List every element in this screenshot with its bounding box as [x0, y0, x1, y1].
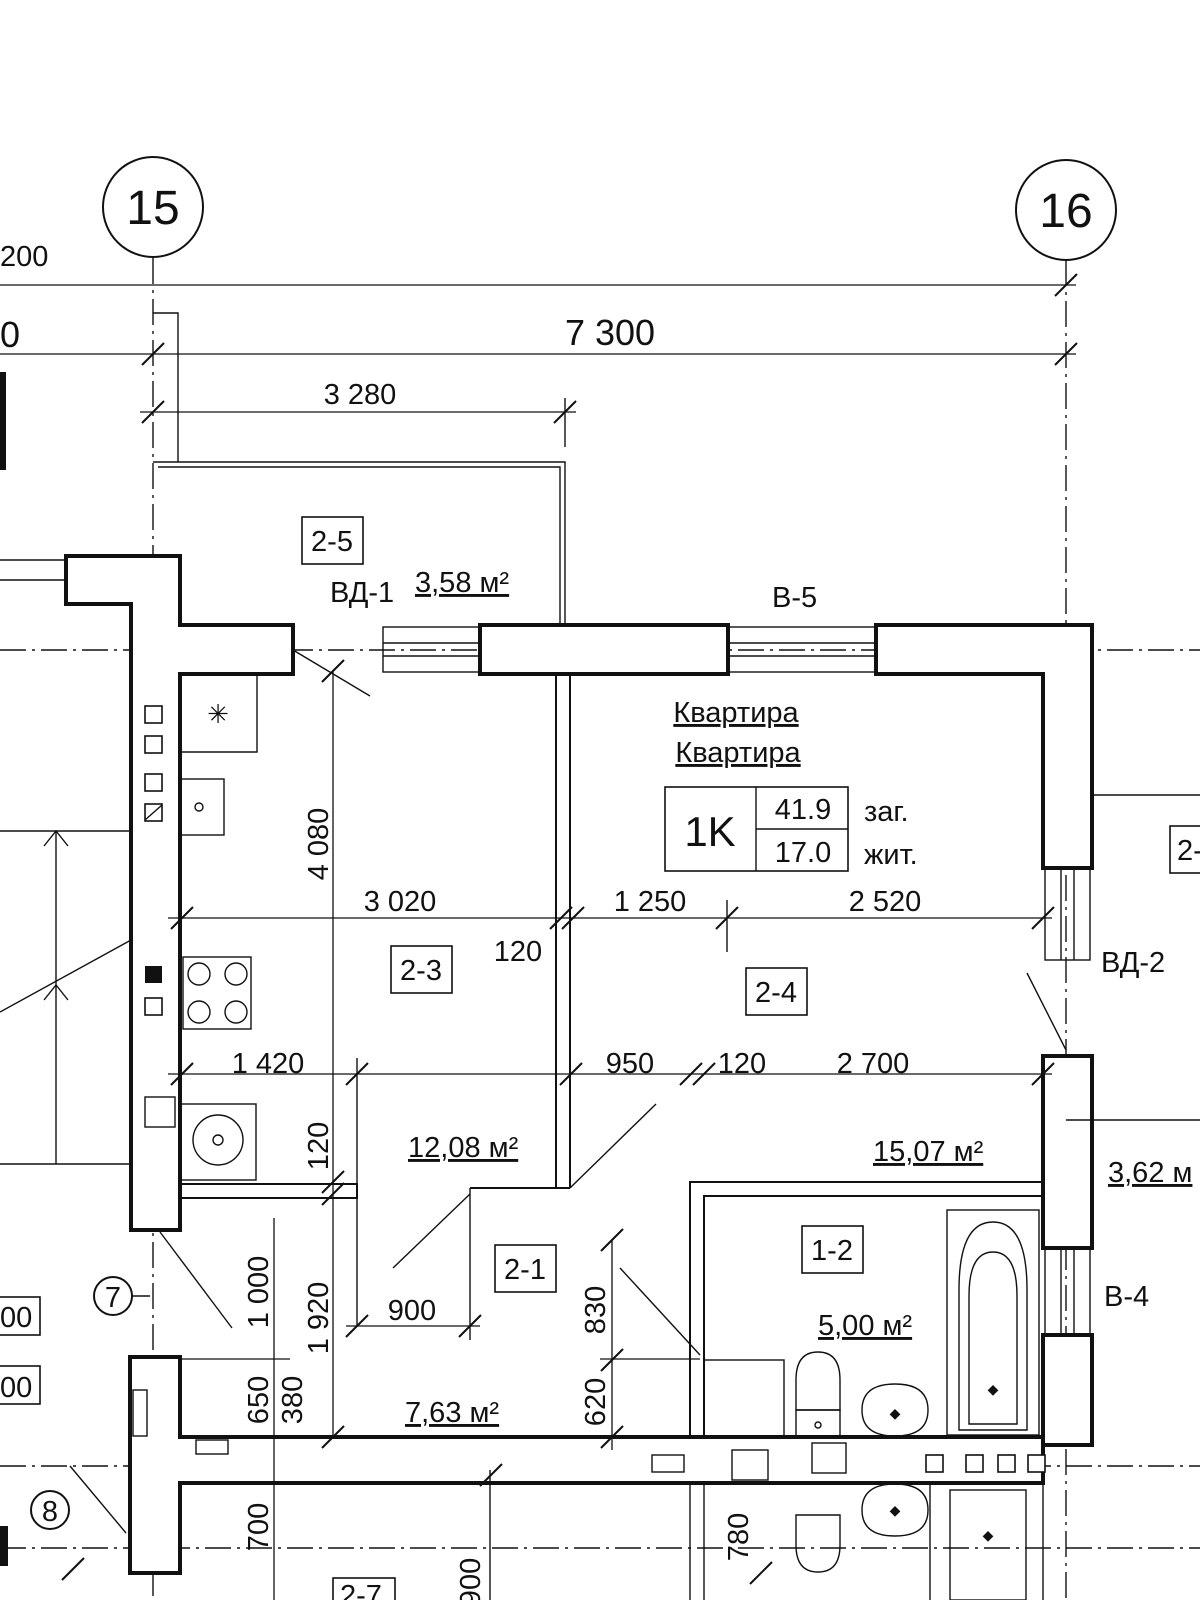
label-vd1: ВД-1 — [330, 577, 394, 609]
bathtub-icon — [946, 1209, 1040, 1436]
room-area-2-1: 7,63 м² — [405, 1397, 499, 1429]
dim-1920: 1 920 — [303, 1282, 335, 1355]
dim-2520: 2 520 — [849, 886, 922, 918]
dim-620: 620 — [580, 1378, 612, 1426]
opening-labels: ВД-1 В-5 ВД-2 В-4 — [330, 577, 1165, 1313]
bathroom-fixtures: ◆ ◆ ◆ ◆ — [689, 1209, 1044, 1600]
apartment-title-1: Квартира — [673, 697, 799, 729]
dim-700: 700 — [243, 1503, 275, 1551]
label-vd2: ВД-2 — [1101, 947, 1165, 979]
dim-380: 380 — [277, 1376, 309, 1424]
room-tag-2-1: 2-1 — [504, 1254, 546, 1286]
neighbor-room-bottom: 2-7 — [340, 1580, 382, 1600]
dim-900: 900 — [388, 1295, 436, 1327]
dimension-labels: 4 080 3 020 120 1 250 2 520 1 420 950 12… — [232, 808, 922, 1600]
door-swings — [69, 649, 1200, 1534]
axis-bubble-16: 16 — [1015, 159, 1117, 261]
room-tag-1-2: 1-2 — [811, 1235, 853, 1267]
axis-label-16: 16 — [1039, 185, 1092, 238]
windows — [0, 559, 1091, 1336]
dim-1250: 1 250 — [614, 886, 687, 918]
room-2-1: 2-1 7,63 м² — [405, 1244, 557, 1429]
svg-text:◆: ◆ — [890, 1502, 901, 1518]
stair — [0, 829, 132, 1165]
dim-kitchen-depth: 4 080 — [303, 808, 335, 881]
dim-830: 830 — [580, 1286, 612, 1334]
dim-overall: 7 300 — [565, 312, 655, 353]
svg-text:◆: ◆ — [988, 1381, 999, 1397]
dim-1000: 1 000 — [243, 1256, 275, 1329]
svg-text:◆: ◆ — [890, 1405, 901, 1421]
dim-1420: 1 420 — [232, 1048, 305, 1080]
apartment-title-2: Квартира — [675, 737, 801, 769]
neighbor-fragments: 2- 3,62 м 2-7 — [0, 372, 1200, 1600]
dim-900b: 900 — [455, 1558, 487, 1600]
sink-drain-icon — [194, 802, 204, 812]
dim-950: 950 — [606, 1048, 654, 1080]
axis-bubble-7: 7 — [93, 1276, 150, 1316]
toilet-icon — [795, 1351, 841, 1411]
room-1-2: 1-2 5,00 м² — [801, 1225, 912, 1342]
dim-wall-1: 120 — [494, 936, 542, 968]
apartment-info: Квартира Квартира 1K 41.9 17.0 заг. жит. — [664, 697, 918, 872]
room-area-2-5: 3,58 м² — [415, 567, 509, 599]
dim-2700: 2 700 — [837, 1048, 910, 1080]
svg-text:◆: ◆ — [983, 1527, 994, 1543]
apartment-living-area: 17.0 — [775, 837, 831, 869]
axis-label-7: 7 — [105, 1282, 121, 1314]
axis-label-15: 15 — [126, 182, 179, 235]
room-2-5: 2-5 3,58 м² — [301, 516, 509, 599]
dimension-lines-interior — [61, 659, 1055, 1600]
dimension-chains-top: 200 0 7 300 3 280 — [0, 241, 1078, 447]
left-label-00b: 00 — [0, 1372, 32, 1404]
axis-bubble-15: 15 — [102, 156, 204, 258]
neighbor-room-tag: 2- — [1177, 835, 1200, 867]
dim-780: 780 — [723, 1513, 755, 1561]
neighbor-area: 3,62 м — [1108, 1157, 1192, 1189]
dim-wall-2: 120 — [718, 1048, 766, 1080]
dim-kitchen-width: 3 020 — [364, 886, 437, 918]
apartment-living-label: жит. — [864, 839, 918, 871]
dim-left-partial: 0 — [0, 314, 20, 355]
balcony-outline — [153, 312, 566, 627]
room-tag-2-5: 2-5 — [311, 526, 353, 558]
exhaust-fan-icon: ✳ — [207, 699, 229, 729]
room-area-2-4: 15,07 м² — [873, 1136, 984, 1168]
room-area-2-3: 12,08 м² — [408, 1132, 519, 1164]
axis-bubble-8: 8 — [30, 1490, 70, 1530]
axis-label-8: 8 — [42, 1496, 58, 1528]
dim-balcony-width: 3 280 — [324, 379, 397, 411]
apartment-type: 1K — [684, 808, 735, 855]
left-partial-labels: 00 00 — [0, 1296, 41, 1405]
label-b5: В-5 — [772, 582, 817, 614]
room-2-4: 2-4 15,07 м² — [745, 967, 984, 1168]
apartment-total-label: заг. — [864, 796, 909, 828]
label-b4: В-4 — [1104, 1281, 1149, 1313]
kitchen-fixtures: ✳ — [144, 674, 258, 1181]
room-tag-2-3: 2-3 — [400, 955, 442, 987]
left-label-00a: 00 — [0, 1302, 32, 1334]
apartment-total-area: 41.9 — [775, 794, 831, 826]
basin-icon — [861, 1383, 929, 1437]
dim-wall-3: 120 — [303, 1122, 335, 1170]
washbasin-icon — [192, 1114, 244, 1166]
room-2-3: 2-3 12,08 м² — [390, 945, 519, 1164]
room-area-1-2: 5,00 м² — [818, 1310, 912, 1342]
room-tag-2-4: 2-4 — [755, 977, 797, 1009]
stove-icon — [182, 956, 252, 1030]
vent-shafts — [144, 705, 1046, 1481]
dim-650: 650 — [243, 1376, 275, 1424]
dim-top-partial: 200 — [0, 241, 48, 273]
